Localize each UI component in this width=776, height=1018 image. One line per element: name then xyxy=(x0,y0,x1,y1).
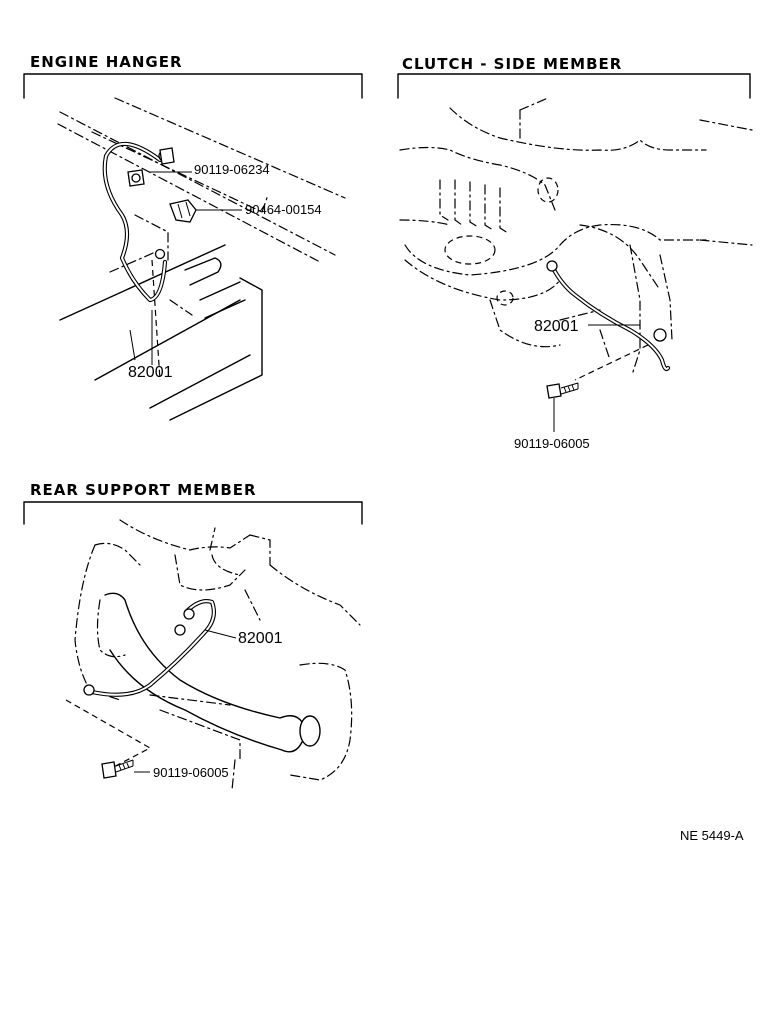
engine-hanger-illustration xyxy=(57,97,346,421)
clutch-side-member-title-bracket xyxy=(397,73,751,99)
clutch-side-member-section: CLUTCH - SIDE MEMBER xyxy=(397,55,753,451)
clutch-side-member-illustration xyxy=(399,97,753,432)
clutch-side-member-part-bolt-90119-06005: 90119-06005 xyxy=(514,436,590,451)
engine-hanger-title: ENGINE HANGER xyxy=(30,53,183,71)
rear-support-member-title: REAR SUPPORT MEMBER xyxy=(30,481,257,499)
engine-hanger-part-bolt-90119-06234: 90119-06234 xyxy=(194,162,270,177)
clutch-side-member-part-strap-82001: 82001 xyxy=(534,318,579,335)
engine-hanger-section: ENGINE HANGER xyxy=(23,53,363,421)
drawing-reference-number: NE 5449-A xyxy=(680,828,744,843)
clutch-side-member-title: CLUTCH - SIDE MEMBER xyxy=(402,55,622,73)
rear-support-member-illustration xyxy=(65,519,361,791)
rear-support-member-section: REAR SUPPORT MEMBER xyxy=(23,481,363,791)
rear-support-member-title-bracket xyxy=(23,501,363,525)
engine-hanger-part-clamp-90464-00154: 90464-00154 xyxy=(245,202,322,217)
engine-hanger-part-strap-82001: 82001 xyxy=(128,364,173,381)
engine-hanger-title-bracket xyxy=(23,73,363,99)
rear-support-member-part-bolt-90119-06005: 90119-06005 xyxy=(153,765,229,780)
rear-support-member-part-strap-82001: 82001 xyxy=(238,630,283,647)
